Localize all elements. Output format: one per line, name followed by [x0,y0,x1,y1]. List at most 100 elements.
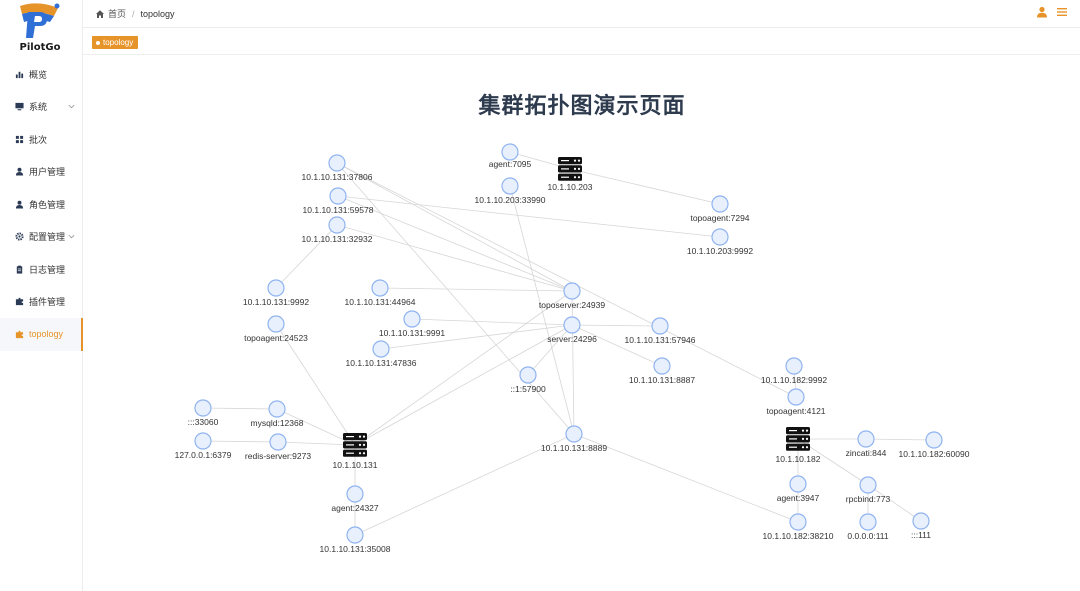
topology-process-node[interactable]: 10.1.10.131:35008 [320,526,391,554]
node-label: ::1:57900 [510,384,546,394]
topology-process-node[interactable]: 10.1.10.131:8887 [629,357,695,385]
node-label: 10.1.10.131:59578 [303,205,374,215]
brand-name: PilotGo [19,42,61,53]
topology-process-node[interactable]: 10.1.10.131:32932 [302,216,373,244]
sidebar-item-2[interactable]: 系统 [0,91,83,124]
node-label: 10.1.10.203:9992 [687,246,753,256]
tag-active-dot [96,40,100,45]
plugin-icon [14,297,24,307]
node-label: :::111 [911,530,931,540]
topology-host-node[interactable]: 10.1.10.203 [548,157,593,192]
node-circle [859,476,877,494]
topology-edge [380,324,573,350]
sidebar-item-3[interactable]: 批次 [0,123,83,156]
topology-edge [865,438,935,441]
node-label: redis-server:9273 [245,451,311,461]
topology-process-node[interactable]: topoagent:24523 [244,315,308,343]
node-label: 127.0.0.1:6379 [175,450,232,460]
topology-process-node[interactable]: 127.0.0.1:6379 [175,432,232,460]
topology-edge [571,324,661,327]
topology-process-node[interactable]: 10.1.10.182:60090 [899,431,970,459]
topology-host-node[interactable]: 10.1.10.131 [333,433,378,470]
topology-process-node[interactable]: ::1:57900 [510,366,546,394]
topology-edge [411,318,573,326]
topology-process-node[interactable]: 10.1.10.131:57946 [625,317,696,345]
topology-process-node[interactable]: 0.0.0.0:111 [847,513,889,541]
topology-edge [571,290,575,435]
topology-edge [573,433,799,523]
topology-edge [867,484,922,522]
topology-edge [202,407,278,410]
node-label: rpcbind:773 [846,494,891,504]
breadcrumb-separator: / [132,8,135,19]
node-label: agent:24327 [331,503,379,513]
topology-edge [275,323,356,446]
sidebar-item-4[interactable]: 用户管理 [0,156,83,189]
topology-nodes: 10.1.10.131:3780610.1.10.131:5957810.1.1… [175,143,970,554]
monitor-icon [14,102,24,112]
topology-process-node[interactable]: agent:7095 [489,143,532,169]
sidebar-item-label: 插件管理 [29,297,66,308]
topology-process-node[interactable]: agent:3947 [777,475,820,503]
topology-process-node[interactable]: 10.1.10.131:44964 [345,279,416,307]
node-label: 10.1.10.182:9992 [761,375,827,385]
node-label: topoagent:4121 [766,406,825,416]
chevron-down-icon[interactable] [68,233,75,242]
sidebar-item-label: 角色管理 [29,199,66,210]
chevron-down-icon[interactable] [68,103,75,112]
topology-process-node[interactable]: redis-server:9273 [245,433,311,461]
sidebar: PilotGo 概览系统批次用户管理角色管理配置管理日志管理插件管理 topolo… [0,0,83,591]
topology-process-node[interactable]: mysqld:12368 [251,400,304,428]
sidebar-item-6[interactable]: 配置管理 [0,221,83,254]
topology-process-node[interactable]: 10.1.10.131:59578 [303,187,374,215]
bar-chart-icon [14,69,24,79]
breadcrumb-home[interactable]: 首页 [108,9,127,19]
topology-host-node[interactable]: 10.1.10.182 [776,427,821,464]
node-label: toposerver:24939 [539,300,605,310]
node-circle [653,357,671,375]
user-icon [14,199,24,209]
menu-icon[interactable] [1056,6,1068,18]
topology-graph[interactable]: 10.1.10.131:3780610.1.10.131:5957810.1.1… [84,56,1080,591]
topology-process-node[interactable]: topoagent:4121 [766,388,826,416]
node-circle [563,282,581,300]
topology-process-node[interactable]: 10.1.10.182:9992 [761,357,827,385]
topology-process-node[interactable]: 10.1.10.131:8889 [541,425,607,453]
node-label: 10.1.10.131:47836 [346,358,417,368]
topology-process-node[interactable]: 10.1.10.131:9992 [243,279,309,307]
user-icon[interactable] [1036,6,1048,18]
topology-process-node[interactable]: toposerver:24939 [539,282,605,310]
sidebar-item-5[interactable]: 角色管理 [0,188,83,221]
sidebar-item-1[interactable]: 概览 [0,58,83,91]
topology-process-node[interactable]: server:24296 [547,316,597,344]
sidebar-menu: 概览系统批次用户管理角色管理配置管理日志管理插件管理 topology [0,58,83,351]
topology-process-node[interactable]: 10.1.10.131:9991 [379,310,445,338]
node-circle [194,399,212,417]
topology-process-node[interactable]: :::33060 [188,399,219,427]
node-circle [267,315,285,333]
topology-process-node[interactable]: 10.1.10.131:37806 [302,154,373,182]
node-label: 10.1.10.131:44964 [345,297,416,307]
topology-process-node[interactable]: :::111 [911,512,931,540]
topology-edge [571,324,663,367]
topology-process-node[interactable]: 10.1.10.203:9992 [687,228,753,256]
topology-process-node[interactable]: zincati:844 [846,430,887,458]
tag-topology[interactable]: topology [92,36,139,49]
topology-process-node[interactable]: 10.1.10.182:38210 [763,513,834,541]
sidebar-item-7[interactable]: 日志管理 [0,253,83,286]
sidebar-item-label: 概览 [29,69,48,80]
sidebar-item-8[interactable]: 插件管理 [0,286,83,319]
sidebar-item-9[interactable]: topology [0,318,83,351]
node-circle [925,431,943,449]
node-label: 10.1.10.131:9992 [243,297,309,307]
topology-process-node[interactable]: agent:24327 [331,485,379,513]
topology-process-node[interactable]: rpcbind:773 [846,476,891,504]
topology-process-node[interactable]: 10.1.10.203:33990 [475,177,546,205]
topology-process-node[interactable]: 10.1.10.131:47836 [346,340,417,368]
brand-logo[interactable]: PilotGo [0,0,83,58]
topology-process-node[interactable]: topoagent:7294 [690,195,750,223]
tags-view: topology [83,29,1080,55]
node-label: 10.1.10.182 [776,454,821,464]
node-label: 10.1.10.182:60090 [899,449,970,459]
